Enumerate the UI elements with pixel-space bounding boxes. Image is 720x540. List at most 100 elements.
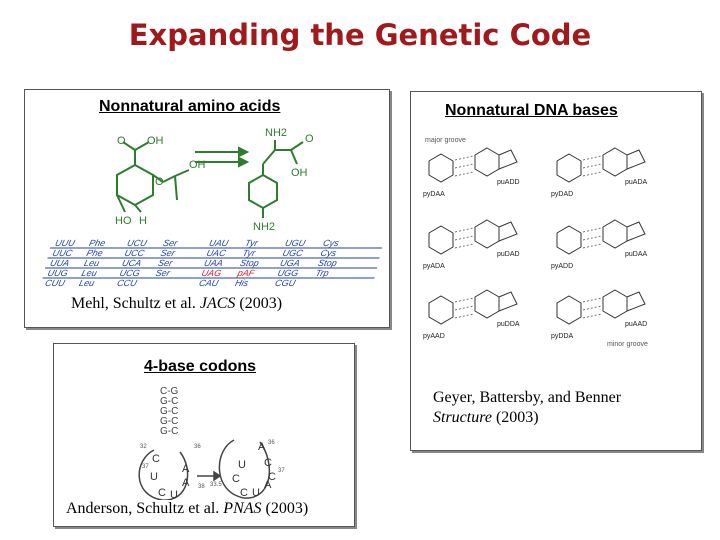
codon-cell: UCC — [124, 248, 146, 258]
loop-position-number: 37 — [278, 468, 285, 474]
codon-cell: UGC — [282, 248, 305, 258]
dna-bases-citation-journal: Structure — [433, 409, 492, 426]
stem-pair: C-G — [160, 386, 179, 397]
base-label: puDDA — [497, 321, 520, 328]
codon-cell: Ser — [160, 248, 177, 258]
loop-nucleotide: A — [182, 477, 190, 489]
codon-cell: Ser — [162, 238, 179, 248]
amino-acids-citation: Mehl, Schultz et al. JACS (2003) — [71, 295, 282, 313]
loop-nucleotide: U — [150, 471, 158, 483]
base-label: puAAD — [625, 321, 647, 328]
codon-cell: Cys — [322, 238, 340, 248]
amino-acid-structures-image: O OH HO H O OH NH2 O OH NH — [42, 127, 389, 288]
codon-cell: UGG — [277, 268, 300, 278]
loop-position-number: 33.5 — [210, 482, 222, 488]
codon-cell: UCU — [126, 238, 148, 248]
dna-bases-image: major groove minor groove pyDAApuADDpyDA… — [423, 137, 648, 348]
major-groove-caption: major groove — [425, 137, 466, 144]
base-label: puDAA — [625, 251, 648, 258]
stem-pair: G-C — [160, 396, 178, 407]
label-h: H — [139, 215, 147, 227]
loop-position-number: 36 — [194, 444, 201, 450]
loop-position-number: 32 — [140, 444, 147, 450]
codon-cell: CGU — [274, 278, 297, 288]
codons-citation: Anderson, Schultz et al. PNAS (2003) — [66, 500, 308, 518]
codon-cell: UAA — [203, 258, 224, 268]
label-ho: HO — [115, 215, 132, 227]
codons-citation-journal: PNAS — [223, 500, 262, 517]
base-label: puADD — [497, 179, 520, 186]
codon-cell: Tyr — [244, 238, 260, 248]
loop-nucleotide: U — [238, 459, 246, 471]
slide-title: Expanding the Genetic Code — [128, 18, 592, 52]
loop-nucleotide: C — [240, 487, 248, 499]
loop-position-number: 36 — [268, 440, 275, 446]
loop-nucleotide: C — [152, 453, 160, 465]
amino-acids-panel: Nonnatural amino acids O OH HO H O OH — [24, 89, 390, 328]
loop-nucleotide: C — [232, 473, 240, 485]
svg-text:OH: OH — [189, 159, 206, 171]
codon-cell: UCA — [121, 258, 142, 268]
amino-acids-citation-authors: Mehl, Schultz et al. — [71, 295, 200, 312]
dna-bases-panel: Nonnatural DNA bases major groove minor … — [410, 91, 702, 451]
stem-pair: G-C — [160, 406, 178, 417]
codon-cell: Phe — [86, 248, 104, 258]
amino-acids-citation-year: (2003) — [235, 295, 283, 312]
codon-cell: Tyr — [242, 248, 258, 258]
codon-cell: UAG — [201, 268, 223, 278]
stem-pair: G-C — [160, 416, 178, 427]
base-label: puADA — [625, 179, 648, 186]
codon-cell: UUA — [49, 258, 70, 268]
loop-nucleotide: C — [268, 471, 276, 483]
base-label: puDAD — [497, 251, 520, 258]
base-pair-diagram: pyDDA puAAD — [551, 289, 647, 340]
loop-nucleotide: A — [258, 441, 266, 453]
codon-cell: Leu — [83, 258, 100, 268]
codon-cell: CUU — [44, 278, 66, 288]
base-label: pyDAD — [551, 191, 573, 198]
label-nh2-top: NH2 — [265, 127, 287, 139]
codon-cell: UAC — [206, 248, 228, 258]
codon-cell: Cys — [320, 248, 338, 258]
base-label: pyDDA — [551, 333, 574, 340]
loop-nucleotide: C — [264, 457, 272, 469]
svg-text:O: O — [155, 176, 164, 188]
loop-nucleotide: A — [182, 463, 190, 475]
codon-cell: UUG — [47, 268, 69, 278]
codon-cell: UGA — [279, 258, 301, 268]
codon-cell: His — [234, 278, 250, 288]
stem-pair: G-C — [160, 426, 178, 437]
codon-cell: Stop — [239, 258, 260, 268]
codon-cell: UUC — [52, 248, 74, 258]
loop-position-number: 38 — [198, 484, 205, 490]
codon-cell: CAU — [198, 278, 220, 288]
codon-cell: Stop — [317, 258, 338, 268]
base-label: pyADD — [551, 263, 573, 270]
amino-acids-citation-journal: JACS — [199, 295, 236, 312]
loop-position-number: 37 — [142, 464, 149, 470]
base-pair-diagram: pyDAA puADD — [423, 147, 520, 198]
label-o-left: O — [117, 135, 126, 147]
dna-bases-heading: Nonnatural DNA bases — [445, 102, 618, 119]
codon-cell: pAF — [236, 268, 256, 278]
codon-cell: UCG — [119, 268, 141, 278]
label-nh2-bottom: NH2 — [253, 221, 275, 233]
dna-bases-citation: Geyer, Battersby, and Benner Structure (… — [433, 388, 621, 428]
label-oh-left: OH — [147, 135, 164, 147]
dna-bases-citation-authors: Geyer, Battersby, and Benner — [433, 389, 622, 406]
codons-heading: 4-base codons — [144, 358, 257, 375]
codon-cell: CCU — [116, 278, 138, 288]
loop-nucleotide: U — [252, 487, 260, 499]
anticodon-stem: C-GG-CG-CG-CG-C — [160, 386, 179, 437]
base-label: pyDAA — [423, 191, 445, 198]
codon-cell: Phe — [88, 238, 106, 248]
codon-cell: UGU — [284, 238, 307, 248]
codons-citation-authors: Anderson, Schultz et al. — [66, 500, 224, 517]
label-o-right: O — [305, 133, 314, 145]
codon-cell: Ser — [155, 268, 172, 278]
dna-bases-citation-year: (2003) — [491, 409, 539, 426]
minor-groove-caption: minor groove — [607, 341, 648, 348]
loop-nucleotide: A — [264, 479, 272, 491]
